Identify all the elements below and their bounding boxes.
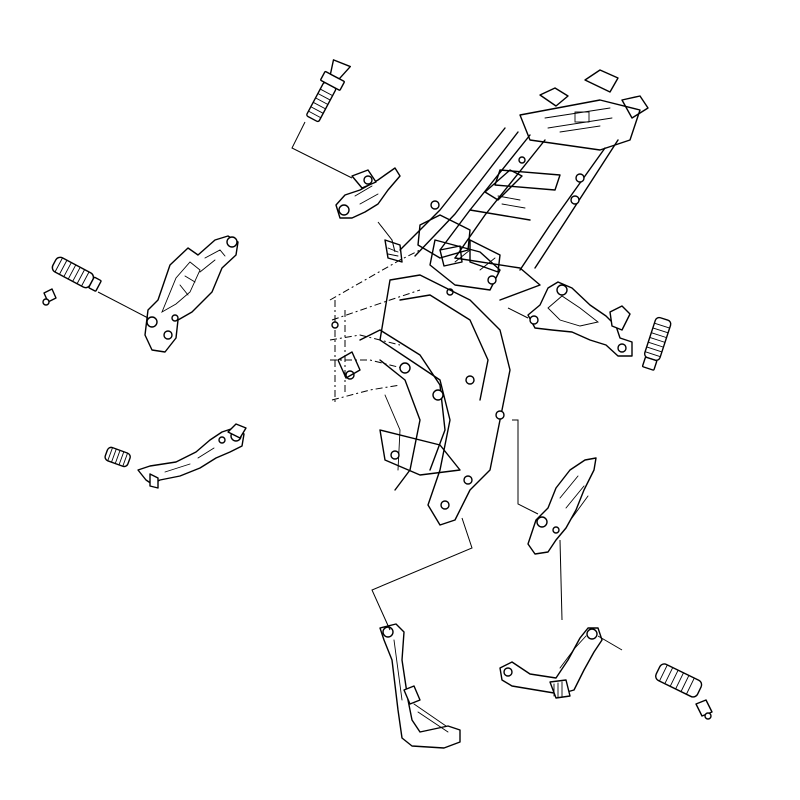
rear-left-footrest-peg [641, 316, 672, 371]
front-left-footrest-peg [51, 256, 102, 292]
side-stand [379, 623, 461, 749]
shift-lever [137, 423, 247, 489]
rear-right-footrest-bolt [306, 59, 352, 123]
front-left-peg-pin [42, 288, 57, 306]
rear-right-footrest-bracket [335, 167, 401, 219]
front-left-footrest-bracket [144, 235, 239, 353]
front-right-peg-pin [695, 699, 713, 720]
front-right-footrest-peg [655, 663, 703, 698]
main-frame [329, 69, 649, 526]
leader-line [291, 121, 353, 179]
brake-pedal [499, 627, 603, 699]
shift-lever-rubber [104, 446, 131, 468]
rear-left-footrest-bracket [527, 281, 633, 357]
front-right-footrest-bracket [527, 457, 597, 555]
